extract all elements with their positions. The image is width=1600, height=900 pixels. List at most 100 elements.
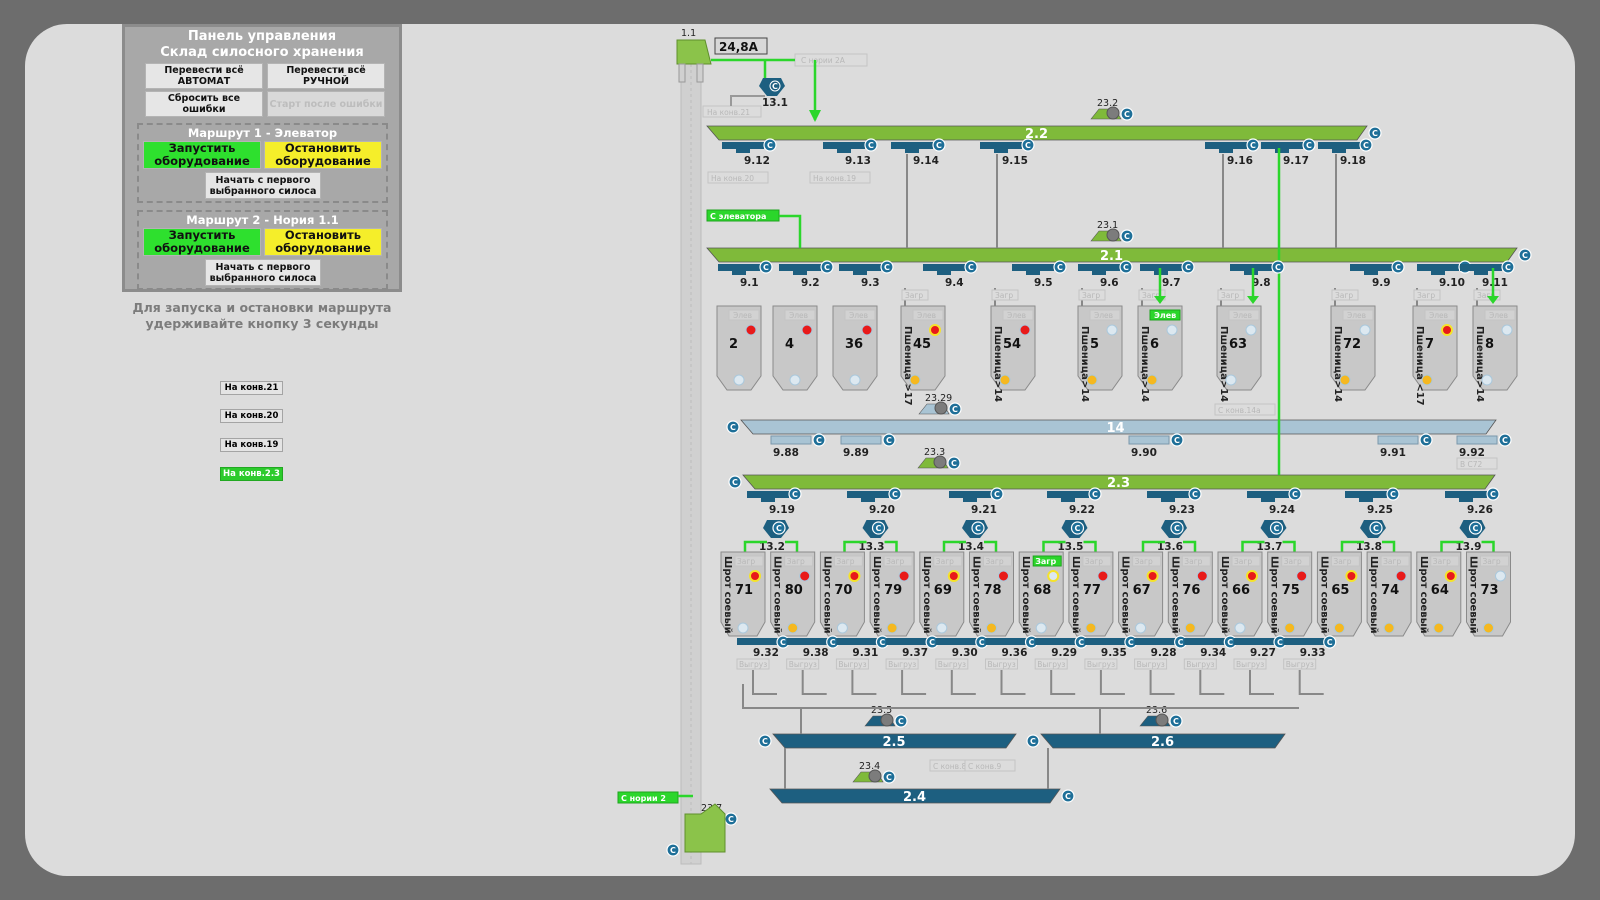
all-auto-button[interactable]: Перевести всё АВТОМАТ xyxy=(145,63,263,89)
gate-9-25[interactable]: C9.25 xyxy=(1345,487,1400,516)
gate-badge-icon[interactable]: C xyxy=(882,433,896,447)
to-conveyor-19-button[interactable]: На конв.19 xyxy=(220,438,283,452)
gate-9-17[interactable]: C9.17 xyxy=(1261,138,1316,167)
motor-23-5[interactable]: C23.5 xyxy=(864,705,908,728)
gate-9-1[interactable]: C9.1 xyxy=(718,260,773,289)
gate-9-15[interactable]: C9.15 xyxy=(980,138,1035,167)
motor-23-7-badge-icon[interactable]: C xyxy=(724,812,738,826)
gate-9-20-badge-icon[interactable]: C xyxy=(888,487,902,501)
motor-23-6-badge-icon[interactable]: C xyxy=(1169,714,1183,728)
route-1-stop-button[interactable]: Остановить оборудование xyxy=(264,141,382,169)
gate-9-3-badge-icon[interactable]: C xyxy=(880,260,894,274)
gate-9-3[interactable]: C9.3 xyxy=(839,260,894,289)
gate-9-14[interactable]: C9.14 xyxy=(891,138,946,167)
noria-boot[interactable] xyxy=(684,803,726,853)
reset-errors-button[interactable]: Сбросить все ошибки xyxy=(145,91,263,117)
gate-9-89[interactable]: C9.89 xyxy=(840,433,896,459)
gate-9-19[interactable]: C9.19 xyxy=(747,487,802,516)
conveyor-2-2-right-badge-icon[interactable]: C xyxy=(1368,126,1382,140)
gate-9-1-badge-icon[interactable]: C xyxy=(759,260,773,274)
motor-23-3[interactable]: C23.3 xyxy=(917,447,961,470)
to-conveyor-2-3-button[interactable]: На конв.2.3 xyxy=(220,467,283,481)
conveyor-14[interactable]: 14C xyxy=(726,419,1497,436)
cyclone-13-7[interactable]: C13.7 xyxy=(1241,520,1296,556)
cyclone-13-8[interactable]: C13.8 xyxy=(1340,520,1396,556)
gate-9-8[interactable]: C9.8 xyxy=(1230,260,1285,289)
gate-9-26-badge-icon[interactable]: C xyxy=(1486,487,1500,501)
gate-9-11-badge-icon[interactable]: C xyxy=(1501,260,1515,274)
cyclone-badge-icon[interactable]: C xyxy=(1369,521,1383,535)
conveyor-2-6-left-badge-icon[interactable]: C xyxy=(1026,734,1040,748)
to-conveyor-21-button[interactable]: На конв.21 xyxy=(220,381,283,395)
gate-9-16[interactable]: C9.16 xyxy=(1205,138,1260,167)
conveyor-2-5-left-badge-icon[interactable]: C xyxy=(758,734,772,748)
cyclone-badge-icon[interactable]: C xyxy=(871,521,886,535)
cyclone-badge-icon[interactable]: C xyxy=(1170,521,1184,535)
motor-23-5-badge-icon[interactable]: C xyxy=(894,714,908,728)
motor-23-29[interactable]: C23.29 xyxy=(918,393,962,416)
gate-9-16-badge-icon[interactable]: C xyxy=(1246,138,1260,152)
gate-9-4-badge-icon[interactable]: C xyxy=(964,260,978,274)
gate-9-15-badge-icon[interactable]: C xyxy=(1021,138,1035,152)
motor-23-2-badge-icon[interactable]: C xyxy=(1120,107,1134,121)
gate-9-24-badge-icon[interactable]: C xyxy=(1288,487,1302,501)
conveyor-2-3[interactable]: 2.3C xyxy=(728,474,1496,491)
cyclone-13-3[interactable]: C13.3 xyxy=(843,520,898,556)
gate-9-23-badge-icon[interactable]: C xyxy=(1188,487,1202,501)
gate-9-2[interactable]: C9.2 xyxy=(779,260,834,289)
gate-9-22[interactable]: C9.22 xyxy=(1047,487,1102,516)
gate-9-6-badge-icon[interactable]: C xyxy=(1119,260,1133,274)
noria-head[interactable] xyxy=(676,39,712,65)
cyclone-13-9[interactable]: C13.9 xyxy=(1440,520,1495,556)
conveyor-2-5[interactable]: 2.5C xyxy=(758,733,1017,750)
motor-23-2[interactable]: C23.2 xyxy=(1090,98,1134,121)
route-2-start-button[interactable]: Запустить оборудование xyxy=(143,228,261,256)
gate-9-88[interactable]: C9.88 xyxy=(770,433,826,459)
gate-9-13-badge-icon[interactable]: C xyxy=(864,138,878,152)
gate-badge-icon[interactable]: C xyxy=(776,635,790,649)
cyclone-badge-icon[interactable]: C xyxy=(772,521,786,535)
gate-9-9-badge-icon[interactable]: C xyxy=(1391,260,1405,274)
gate-badge-icon[interactable]: C xyxy=(1498,433,1512,447)
gate-9-12-badge-icon[interactable]: C xyxy=(763,138,777,152)
route-1-start-button[interactable]: Запустить оборудование xyxy=(143,141,261,169)
conveyor-2-3-left-badge-icon[interactable]: C xyxy=(728,475,742,489)
cyclone-13-6[interactable]: C13.6 xyxy=(1141,520,1197,556)
gate-9-5[interactable]: C9.5 xyxy=(1012,260,1067,289)
gate-badge-icon[interactable]: C xyxy=(1273,635,1287,649)
cyclone-13-2[interactable]: C13.2 xyxy=(743,520,799,556)
motor-23-6[interactable]: C23.6 xyxy=(1139,705,1183,728)
gate-9-11[interactable]: C9.11 xyxy=(1460,260,1515,289)
gate-9-20[interactable]: C9.20 xyxy=(847,487,902,516)
motor-23-3-badge-icon[interactable]: C xyxy=(947,456,961,470)
motor-23-4-badge-icon[interactable]: C xyxy=(882,770,896,784)
gate-9-12[interactable]: C9.12 xyxy=(722,138,777,167)
gate-9-13[interactable]: C9.13 xyxy=(823,138,878,167)
gate-9-7-badge-icon[interactable]: C xyxy=(1181,260,1195,274)
route-1-start-first-silo-button[interactable]: Начать с первого выбранного силоса xyxy=(205,172,321,199)
